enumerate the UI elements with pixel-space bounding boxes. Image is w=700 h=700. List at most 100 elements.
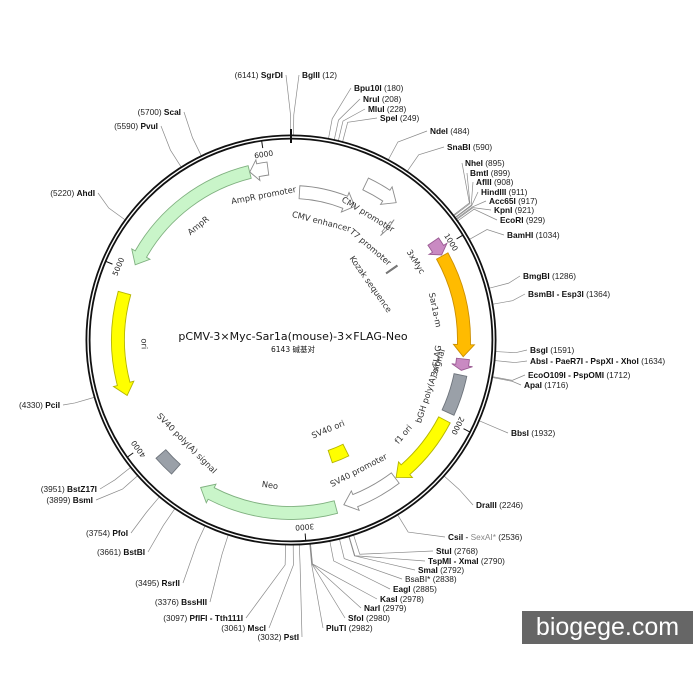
site-position: (590)	[473, 142, 493, 152]
scale-tick-label: 3000	[295, 522, 315, 532]
site-eagi: EagI (2885)	[393, 584, 437, 594]
site-name: Acc65I	[489, 196, 516, 206]
site-bmti: BmtI (899)	[470, 168, 510, 178]
site-leader	[339, 539, 403, 580]
site-name: StuI	[436, 546, 452, 556]
site-msci: (3061) MscI	[221, 623, 266, 633]
site-ahdi: (5220) AhdI	[50, 188, 95, 198]
site-leader	[329, 541, 391, 590]
site-leader	[285, 74, 291, 136]
site-leader	[97, 192, 126, 221]
site-name: BsgI	[530, 345, 548, 355]
feature-label-3xflag: 3xFLAG	[429, 344, 443, 377]
site-leader	[456, 200, 487, 220]
site-position: (3495)	[135, 578, 159, 588]
site-name: SgrDI	[261, 70, 283, 80]
site-leader	[342, 117, 378, 142]
feature-cmv-promoter	[362, 177, 397, 205]
site-csii: CsiI - SexAI* (2536)	[448, 532, 523, 542]
site-position: (895)	[485, 158, 505, 168]
scale-tick	[261, 141, 264, 149]
site-name: PvuI	[140, 121, 158, 131]
site-leader	[99, 467, 131, 490]
site-position: (249)	[400, 113, 420, 123]
site-tspmi-xmai: TspMI - XmaI (2790)	[428, 556, 505, 566]
site-name: NheI	[465, 158, 483, 168]
site-leader	[338, 108, 366, 141]
site-sfoi: SfoI (2980)	[348, 613, 390, 623]
site-leader	[62, 397, 95, 406]
feature-3xmyc	[427, 237, 448, 256]
site-leader	[457, 208, 498, 222]
site-position: (484)	[450, 126, 470, 136]
site-bamhi: BamHI (1034)	[507, 230, 560, 240]
site-bmgbi: BmgBI (1286)	[523, 271, 576, 281]
scale-tick	[463, 428, 470, 433]
site-mlui: MluI (228)	[368, 104, 407, 114]
site-hindiii: HindIII (911)	[481, 187, 528, 197]
feature-label-3xmyc: 3xMyc	[405, 248, 428, 276]
site-position: (1932)	[531, 428, 555, 438]
site-aflii: AflII (908)	[476, 177, 514, 187]
site-name: DraIII	[476, 500, 497, 510]
site-name: EagI	[393, 584, 411, 594]
scale-tick-label: 2000	[449, 415, 466, 436]
site-name: PciI	[45, 400, 60, 410]
site-name: BamHI	[507, 230, 533, 240]
site-position: (917)	[518, 196, 538, 206]
site-leader-lines	[62, 74, 528, 638]
site-pluti: PluTI (2982)	[326, 623, 373, 633]
site-leader	[397, 514, 446, 538]
site-position: (2768)	[454, 546, 478, 556]
feature-label-sv40-ori: SV40 ori	[310, 418, 346, 441]
site-position: (3951)	[41, 484, 65, 494]
site-leader	[469, 229, 505, 240]
feature-ampr-promoter	[249, 158, 270, 182]
feature-label-ori: ori	[139, 338, 149, 349]
site-leader	[268, 544, 294, 629]
site-position: (2792)	[440, 565, 464, 575]
site-position: (3032)	[257, 632, 281, 642]
site-name: NdeI	[430, 126, 448, 136]
site-position: (2790)	[481, 556, 505, 566]
site-bstbi: (3661) BstBI	[97, 547, 145, 557]
site-bsshii: (3376) BssHII	[155, 597, 207, 607]
site-apai: ApaI (1716)	[524, 380, 569, 390]
site-leader	[182, 525, 206, 584]
site-position: (911)	[509, 187, 528, 197]
site-name: BmgBI	[523, 271, 550, 281]
plasmid-title: pCMV-3×Myc-Sar1a(mouse)-3×FLAG-Neo	[178, 330, 407, 343]
feature-sar1a-m	[435, 252, 476, 358]
site-position: (2979)	[382, 603, 406, 613]
site-pvui: (5590) PvuI	[114, 121, 158, 131]
site-position: (1634)	[641, 356, 665, 366]
site-leader	[495, 349, 528, 354]
feature-label-f1-ori: f1 ori	[392, 423, 414, 446]
feature-f1-ori	[395, 416, 451, 479]
site-draiii: DraIII (2246)	[476, 500, 523, 510]
site-leader	[328, 87, 352, 139]
site-leader	[388, 130, 428, 160]
site-position: (921)	[515, 205, 535, 215]
site-name: AhdI	[77, 188, 95, 198]
site-name: SfoI	[348, 613, 364, 623]
plasmid-backbone	[85, 129, 497, 546]
site-bbsi: BbsI (1932)	[511, 428, 556, 438]
site-name: BsmI	[73, 495, 93, 505]
site-pflfi-tth111i: (3097) PflFI - Tth111I	[163, 613, 243, 623]
site-sgrdi: (6141) SgrDI	[235, 70, 283, 80]
feature-label-cmv-enhancer: CMV enhancer	[291, 209, 352, 234]
site-position: (2885)	[413, 584, 437, 594]
site-kasi: KasI (2978)	[380, 594, 424, 604]
site-name: EcoO109I - PspOMI	[528, 370, 604, 380]
site-bpu10i: Bpu10I (180)	[354, 83, 404, 93]
site-position: (2982)	[349, 623, 373, 633]
site-name: SnaBI	[447, 142, 471, 152]
site-position: (2246)	[499, 500, 523, 510]
site-leader	[160, 125, 182, 168]
plasmid-length: 6143 碱基对	[271, 344, 315, 354]
site-position: (4330)	[19, 400, 43, 410]
site-name: SmaI	[418, 565, 438, 575]
site-name: PstI	[284, 632, 299, 642]
site-name: Bpu10I	[354, 83, 382, 93]
